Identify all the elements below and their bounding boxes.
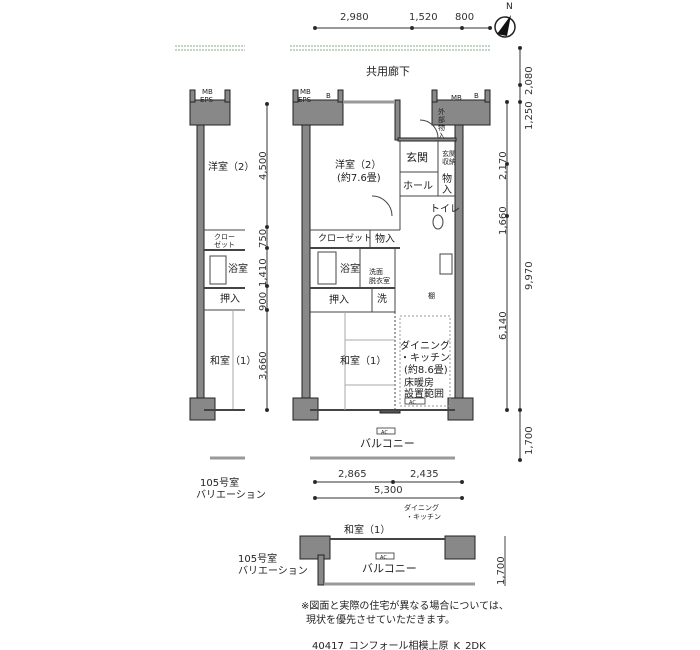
dim-left-900: 900 — [258, 291, 269, 311]
dim-bottom-5300: 5,300 — [374, 485, 403, 496]
var-bottom-subtitle: バリエーション — [238, 566, 308, 577]
dim-right-2080: 2,080 — [524, 66, 535, 95]
b-right-label: B — [474, 92, 479, 100]
var-mb-label: MB — [202, 88, 213, 96]
genkan-storage-label-2: 収納 — [442, 158, 456, 166]
japanese-room-1-label: 和室（1） — [340, 356, 387, 367]
disclaimer-line-2: 現状を優先させていただきます。 — [306, 615, 455, 626]
hall-storage-label: 物入 — [442, 174, 452, 196]
north-compass-icon — [494, 15, 516, 38]
washer-label: 洗 — [377, 294, 387, 305]
dining-kitchen-label: ダイニング — [400, 341, 450, 352]
bath-label: 浴室 — [340, 264, 360, 275]
var-bottom-balcony-label: バルコニー — [362, 562, 417, 575]
dining-kitchen-size: (約8.6畳) — [404, 365, 448, 376]
dim-left-1410: 1,410 — [258, 258, 269, 287]
var-oshiire-label: 押入 — [220, 294, 240, 305]
dim-top-1: 2,980 — [340, 12, 369, 23]
dim-top-3: 800 — [455, 12, 475, 23]
dim-right-1250: 1,250 — [524, 101, 535, 130]
dim-left-3660: 3,660 — [258, 351, 269, 380]
var-japanese-room-1-label: 和室（1） — [210, 356, 257, 367]
outside-storage-label: 外部物入 — [438, 108, 445, 140]
dim-left-4500: 4,500 — [258, 151, 269, 180]
balcony-label: バルコニー — [360, 437, 415, 450]
oshiire-label: 押入 — [329, 295, 349, 306]
var-bottom-japanese-label: 和室（1） — [344, 525, 391, 536]
var-closet-label: クロー — [214, 233, 235, 241]
washroom-label-2: 脱衣室 — [369, 277, 390, 285]
western-room-2-size: (約7.6畳) — [337, 173, 381, 184]
dim-right-6140: 6,140 — [498, 311, 509, 340]
var-bottom-ac-label: AC — [380, 555, 387, 561]
var-left-title: 105号室 — [200, 478, 240, 489]
north-label: N — [506, 2, 513, 12]
var-bath-label: 浴室 — [228, 264, 248, 275]
genkan-label: 玄関 — [406, 151, 428, 164]
floor-heating-label-2: 設置範囲 — [404, 389, 444, 400]
storage-label: 物入 — [375, 234, 395, 245]
var-left-subtitle: バリエーション — [196, 490, 266, 501]
genkan-storage-label: 玄関 — [442, 150, 456, 158]
toilet-label: トイレ — [430, 204, 460, 215]
var-eps-label: EPS — [200, 96, 214, 104]
mb-right-label: MB — [451, 94, 462, 102]
closet-label: クローゼット — [318, 234, 373, 244]
dim-right-2170: 2,170 — [498, 151, 509, 180]
corridor-label: 共用廊下 — [366, 65, 410, 78]
floor-heating-label: 床暖房 — [404, 378, 434, 389]
var-bottom-kitchen-label: ・キッチン — [406, 513, 441, 521]
ac-label-balcony: AC — [381, 430, 388, 436]
washroom-label: 洗面 — [369, 268, 383, 276]
dim-right-1660: 1,660 — [498, 206, 509, 235]
shelf-label: 棚 — [428, 292, 435, 300]
var-western-room-2-label: 洋室（2） — [208, 162, 255, 173]
ac-label-dk: AC — [409, 400, 416, 406]
western-room-2-label: 洋室（2） — [335, 160, 382, 171]
dim-left-750: 750 — [258, 228, 269, 248]
dim-right-1700: 1,700 — [524, 426, 535, 455]
disclaimer-line-1: ※図面と実際の住宅が異なる場合については、 — [301, 601, 509, 612]
var-closet-label-2: ゼット — [214, 241, 235, 249]
var-bottom-dim-1700: 1,700 — [496, 556, 507, 585]
dim-right-9970: 9,970 — [524, 261, 535, 290]
b-label: B — [326, 92, 331, 100]
var-bottom-title: 105号室 — [238, 554, 278, 565]
var-bottom-dining-label: ダイニング — [404, 504, 439, 512]
plan-id-footer: 40417_コンフォール相模上原_K_2DK — [312, 641, 486, 650]
mb-label: MB — [300, 88, 311, 96]
dim-bottom-2435: 2,435 — [410, 469, 439, 480]
eps-label: EPS — [298, 96, 312, 104]
dim-bottom-2865: 2,865 — [338, 469, 367, 480]
hall-label: ホール — [403, 181, 433, 192]
dim-top-2: 1,520 — [409, 12, 438, 23]
dining-kitchen-label-2: ・キッチン — [400, 353, 450, 364]
